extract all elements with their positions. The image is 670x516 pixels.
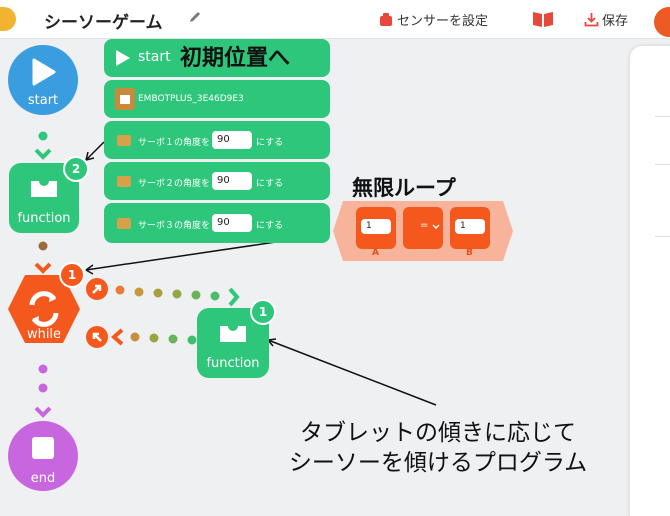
start-node[interactable]: start [8,45,78,115]
servo-3-suffix: にする [256,221,284,231]
panel-divider [655,116,670,117]
servo-3-angle-input[interactable]: 90 [212,214,252,232]
function-count-badge: 2 [63,156,89,182]
save-button[interactable]: 保存 [584,10,628,29]
servo-block-3[interactable]: サーボ３の角度を 90 にする [104,203,330,243]
start-block[interactable]: start [104,39,330,77]
puzzle-icon [31,181,57,197]
play-icon [32,58,56,86]
operand-a-slot[interactable]: 1 [356,207,396,249]
function-node[interactable]: function [9,163,79,233]
while-node-label: while [26,327,62,342]
download-icon [584,13,599,27]
servo-2-angle-input[interactable]: 90 [212,172,252,190]
description-line-2: シーソーを傾けるプログラム [288,450,588,476]
operand-a-input[interactable]: 1 [361,219,391,234]
operator-slot[interactable]: = [403,207,443,249]
start-block-label: start [138,49,171,65]
servo-icon [117,135,131,146]
infinite-loop-callout: 無限ループ [352,176,456,200]
function-node-2-label: function [206,356,260,371]
initial-position-callout: 初期位置へ [180,46,291,71]
function-node-label: function [17,211,71,226]
stop-icon [32,437,54,459]
function-2-count-badge: 1 [250,299,276,325]
while-count-badge: 1 [59,262,85,288]
operand-a-label: A [372,248,379,258]
loop-continue-handle[interactable] [86,278,108,300]
servo-block-1[interactable]: サーボ１の角度を 90 にする [104,121,330,159]
servo-block-2[interactable]: サーボ２の角度を 90 にする [104,162,330,200]
profile-avatar[interactable] [654,7,670,37]
operand-b-input[interactable]: 1 [455,219,485,234]
servo-1-angle-input[interactable]: 90 [212,131,252,149]
puzzle-icon [220,326,246,342]
chevron-down-icon [432,224,440,230]
panel-divider [655,236,670,237]
sensor-settings-label: センサーを設定 [397,14,489,29]
servo-1-label: サーボ１の角度を [138,138,211,148]
end-node[interactable]: end [8,421,78,491]
program-title: シーソーゲーム [44,13,163,33]
servo-icon [117,218,131,229]
operand-b-label: B [466,248,473,258]
operator-select[interactable]: = [420,220,429,231]
end-node-label: end [30,471,56,486]
servo-1-suffix: にする [256,138,284,148]
flow-connectors [34,131,437,418]
description-line-1: タブレットの傾きに応じて [300,420,576,446]
start-node-label: start [27,93,59,108]
servo-2-label: サーボ２の角度を [138,179,211,189]
loop-return-handle[interactable] [86,326,108,348]
arrow-up-right-icon [92,284,102,294]
play-icon [116,50,130,66]
description-callout: タブレットの傾きに応じて シーソーを傾けるプログラム [258,418,618,478]
device-name: EMBOTPLUS_3E46D9E3 [138,94,244,104]
while-node[interactable] [6,271,82,347]
sensor-icon [380,12,392,26]
pencil-icon[interactable] [188,10,202,24]
app-header [0,0,670,39]
operand-b-slot[interactable]: 1 [450,207,490,249]
device-block[interactable]: EMBOTPLUS_3E46D9E3 [104,80,330,118]
app-logo[interactable] [0,7,16,31]
save-label: 保存 [602,14,629,29]
arrow-up-left-icon [92,332,102,342]
servo-2-suffix: にする [256,179,284,189]
sensor-settings-button[interactable]: センサーを設定 [378,10,488,29]
book-icon[interactable] [532,10,554,28]
servo-icon [117,176,131,187]
embot-icon [115,88,135,110]
servo-3-label: サーボ３の角度を [138,221,211,231]
properties-panel [630,46,670,516]
panel-divider [655,164,670,165]
